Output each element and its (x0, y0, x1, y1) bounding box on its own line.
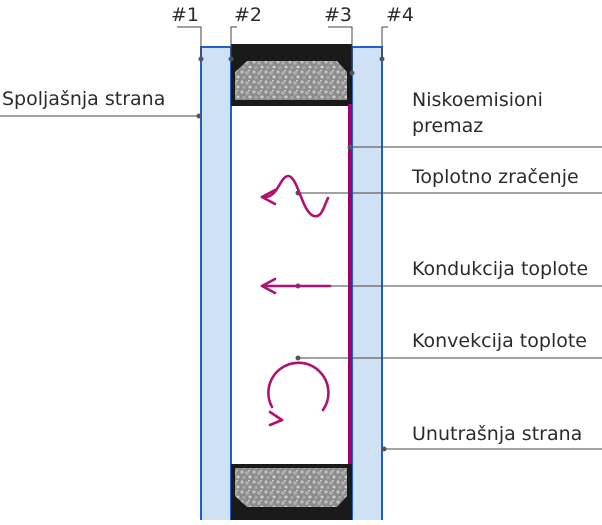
surface-1-label: #1 (171, 4, 200, 26)
surface-2-dot (228, 56, 234, 62)
radiation-wave-arrow (264, 174, 330, 218)
convection-label: Konvekcija toplote (412, 330, 587, 352)
surface-4-label: #4 (386, 4, 415, 26)
conduction-arrowhead (260, 277, 277, 295)
surface-2-leader (230, 26, 237, 58)
outside-dot (196, 113, 202, 119)
outer-glass-pane (200, 46, 232, 525)
surface-3-label: #3 (324, 4, 353, 26)
surface-4-dot (379, 56, 385, 62)
convection-circle-arrow (267, 361, 330, 412)
radiation-label: Toplotno zračenje (412, 166, 579, 188)
top-desiccant (235, 61, 347, 100)
low-e-coating (348, 104, 352, 464)
inside-dot (381, 446, 387, 452)
surface-1-dot (198, 56, 204, 62)
surface-2-label: #2 (234, 4, 263, 26)
outside-label: Spoljašnja strana (2, 88, 166, 110)
surface-markers (177, 26, 388, 72)
coating-dot (347, 144, 353, 150)
coating-label-line2: premaz (412, 115, 484, 137)
conduction-label: Kondukcija toplote (412, 258, 589, 280)
radiation-arrowhead (260, 188, 277, 206)
surface-3-leader (328, 26, 353, 72)
surface-4-leader (381, 26, 388, 58)
convection-dot (295, 355, 301, 361)
inner-glass-pane (351, 46, 383, 525)
surface-1-leader (177, 26, 202, 58)
coating-label-line1: Niskoemisioni (412, 89, 543, 111)
surface-3-dot (349, 70, 355, 76)
convection-arrowhead (268, 410, 284, 427)
bottom-desiccant (235, 468, 347, 507)
inside-label: Unutrašnja strana (412, 423, 583, 445)
